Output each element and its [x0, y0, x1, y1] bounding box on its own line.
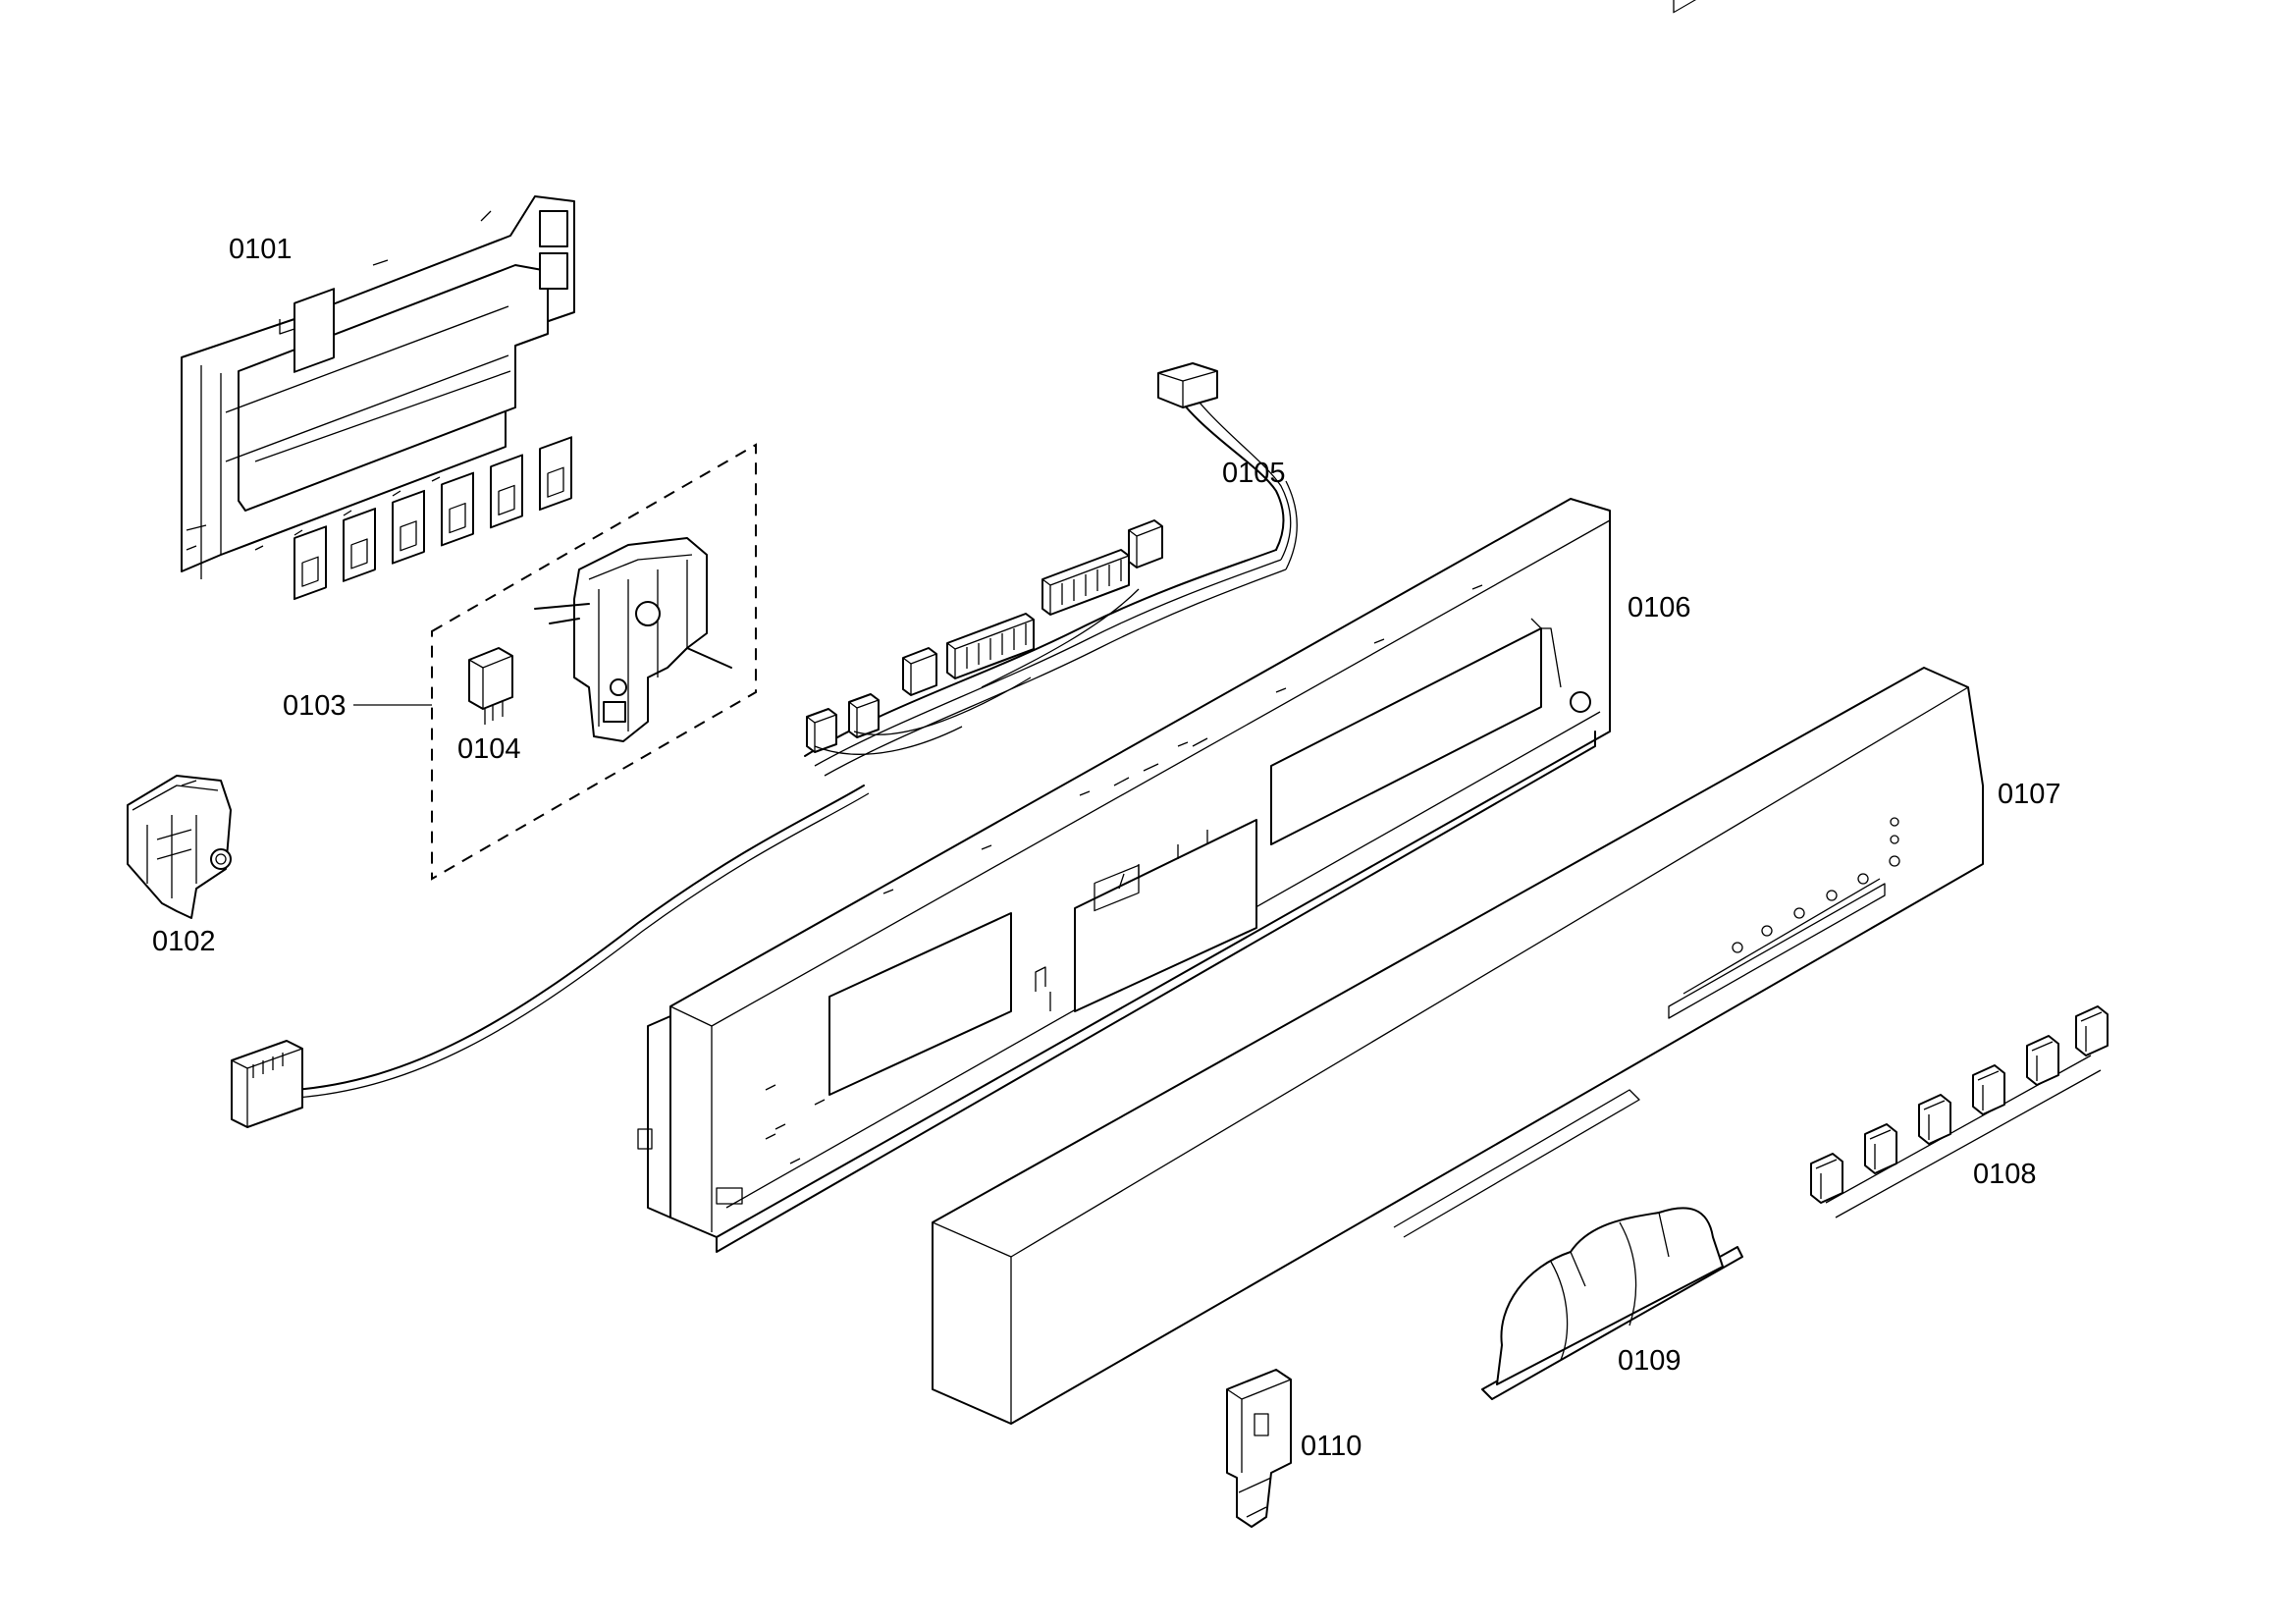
part-0102-switch: [127, 775, 232, 919]
part-0104-relay: [468, 647, 513, 725]
part-0107-fascia-panel: [932, 0, 1984, 1425]
part-0105-wiring-harness: [231, 362, 1298, 1128]
label-0105: 0105: [1222, 458, 1286, 489]
label-0102: 0102: [152, 926, 216, 957]
label-0101: 0101: [229, 234, 293, 265]
part-0109-handle: [1481, 1207, 1743, 1400]
part-0108-button-set: [1810, 1005, 2109, 1218]
part-0106-control-panel-frame: [637, 498, 1611, 1253]
label-0104: 0104: [457, 733, 521, 765]
part-0110-latch: [1226, 1369, 1292, 1528]
label-0109: 0109: [1618, 1345, 1682, 1377]
label-0110: 0110: [1301, 1431, 1362, 1462]
label-0107: 0107: [1998, 779, 2061, 810]
part-0103-actuator: [534, 537, 732, 742]
part-0101-control-module: [181, 195, 575, 601]
label-0108: 0108: [1973, 1159, 2037, 1190]
label-0106: 0106: [1628, 592, 1691, 623]
label-0103: 0103: [283, 690, 347, 722]
part-0103-assembly-group: [353, 443, 757, 881]
